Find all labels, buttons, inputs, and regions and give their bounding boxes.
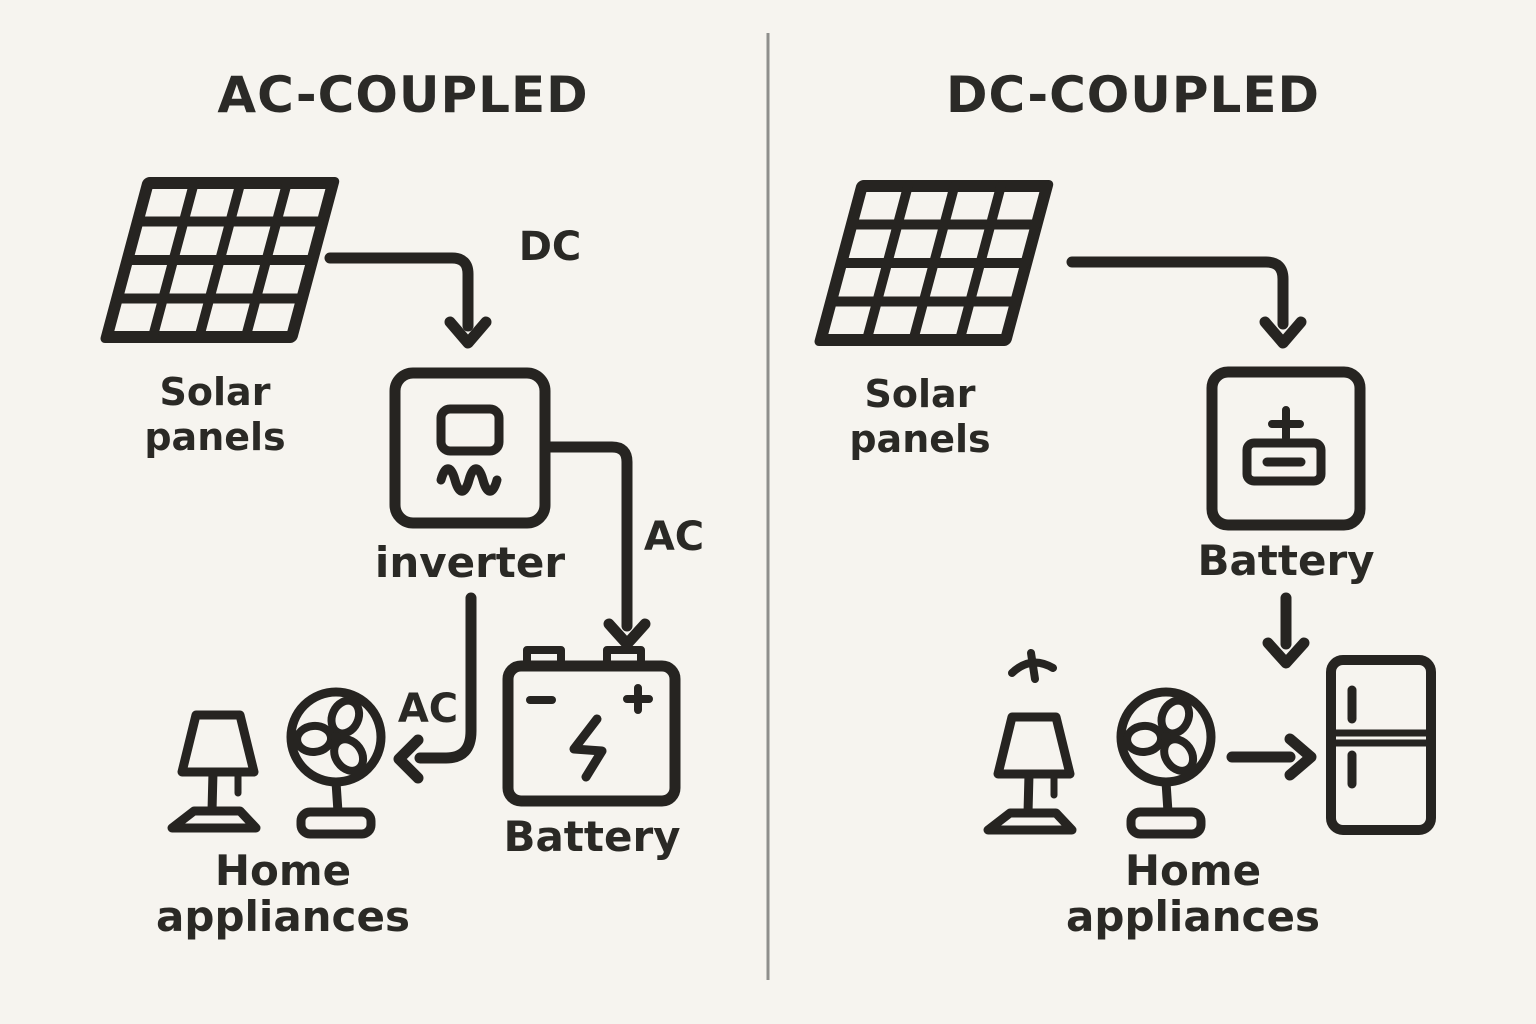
- ac-wire-label-battery: AC: [643, 514, 705, 560]
- fan-icon: [1121, 692, 1211, 834]
- fan-to-fridge-arrow: [1226, 733, 1317, 781]
- battery-box-icon: [1206, 366, 1366, 531]
- home-appliances-label-line1: Home: [214, 846, 352, 895]
- solar-panel-icon: [821, 186, 1047, 340]
- solar-panel-icon: [107, 183, 333, 337]
- solar-panels-label-line1: Solar: [159, 370, 271, 414]
- dc-wire-label: DC: [518, 224, 582, 270]
- fan-icon: [291, 692, 381, 834]
- ac-arrow-to-appliances: [393, 592, 477, 784]
- battery-to-appliances-arrow: [1262, 592, 1310, 669]
- inverter-icon: [389, 367, 551, 529]
- ac-arrow-to-battery: [541, 441, 651, 650]
- battery-label: Battery: [503, 812, 681, 861]
- dc-arrow-to-battery: [1066, 256, 1307, 349]
- lamp-icon: [988, 717, 1072, 830]
- solar-panels-label-line1: Solar: [864, 372, 976, 416]
- home-appliances-label: Home appliances: [156, 848, 410, 940]
- inverter-label: inverter: [374, 538, 566, 587]
- home-appliances-label-line1: Home: [1124, 846, 1262, 895]
- dc-arrow: [324, 252, 492, 349]
- left-panel-title: AC-COUPLED: [217, 66, 589, 124]
- solar-panels-label: Solar panels: [144, 370, 285, 460]
- home-appliances-label: Home appliances: [1066, 848, 1320, 940]
- ac-wire-label-appliances: AC: [397, 686, 459, 732]
- fridge-icon: [1326, 655, 1436, 835]
- solar-panels-label: Solar panels: [849, 372, 990, 462]
- solar-panels-label-line2: panels: [849, 417, 991, 461]
- car-battery-icon: [502, 646, 681, 807]
- home-appliances-label-line2: appliances: [1066, 892, 1320, 941]
- lamp-icon: [172, 715, 256, 828]
- right-panel-title: DC-COUPLED: [945, 66, 1321, 124]
- sparkle-mark-icon: [1008, 649, 1057, 683]
- home-appliances-label-line2: appliances: [156, 892, 410, 941]
- solar-panels-label-line2: panels: [144, 415, 286, 459]
- battery-label: Battery: [1197, 536, 1375, 585]
